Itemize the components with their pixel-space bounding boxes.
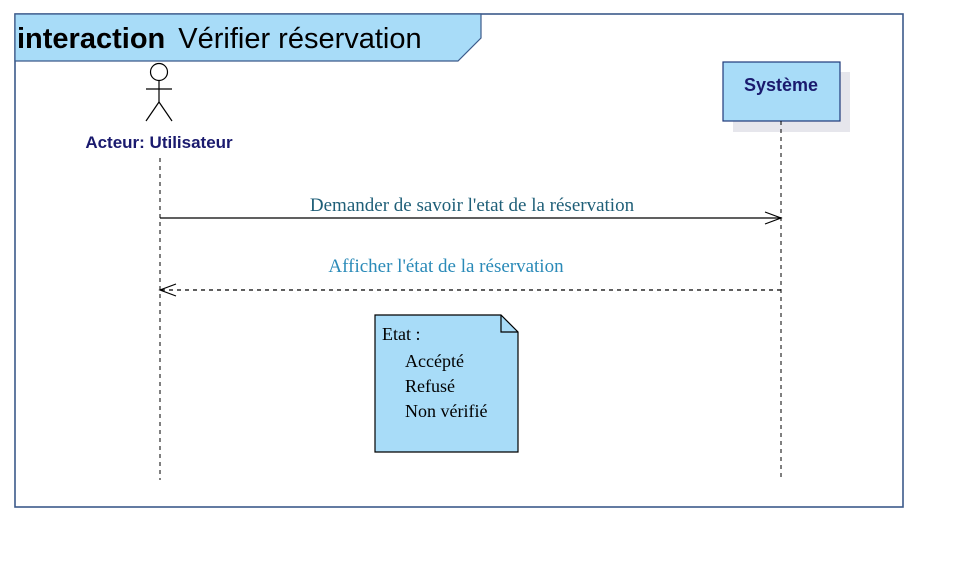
frame-title: interaction Vérifier réservation xyxy=(17,23,422,55)
message-label-reply: Afficher l'état de la réservation xyxy=(328,256,564,277)
actor-label: Acteur: Utilisateur xyxy=(85,133,233,152)
message-label-request: Demander de savoir l'etat de la réservat… xyxy=(310,195,635,216)
note-fold-corner xyxy=(500,315,518,333)
note-item-refuse: Refusé xyxy=(405,376,455,396)
frame-name: Vérifier réservation xyxy=(178,23,421,55)
note-item-non-verifie: Non vérifié xyxy=(405,401,487,421)
note-title: Etat : xyxy=(382,324,421,344)
note-item-accepte: Accépté xyxy=(405,351,464,371)
frame-title-tab xyxy=(14,13,482,62)
note-box[interactable] xyxy=(374,314,519,453)
system-label: Système xyxy=(744,75,818,95)
frame-keyword: interaction xyxy=(17,23,165,55)
actor-stick-figure-icon[interactable] xyxy=(145,62,173,122)
